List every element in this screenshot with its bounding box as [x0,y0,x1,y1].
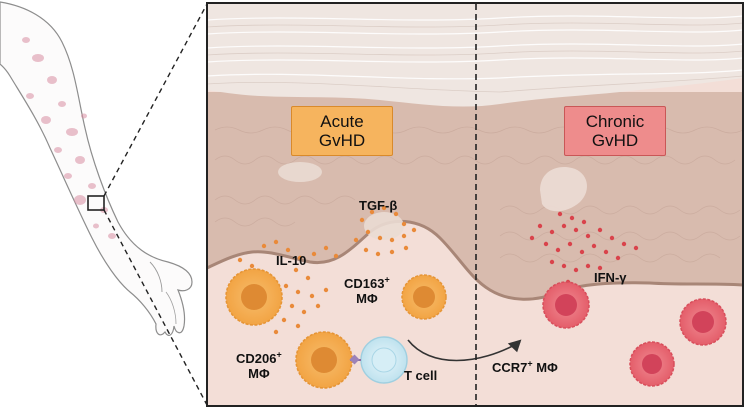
cd206-line2: MΦ [248,366,270,381]
chronic-gvhd-label: Chronic GvHD [564,106,666,156]
cd163-sup: + [384,274,390,285]
red-cytokine-dots [529,211,639,285]
ccr7-macrophage-right [679,298,727,346]
chronic-gvhd-line2: GvHD [591,131,639,150]
ccr7-sup: + [527,358,533,369]
arm-illustration [0,1,193,336]
basement-membrane [207,219,743,301]
zoom-square-icon [87,195,105,211]
cd206-label: CD206+ MΦ [236,349,282,381]
ccr7-tail: MΦ [532,360,558,375]
stratum-corneum [207,3,743,107]
acute-gvhd-line2: GvHD [318,131,366,150]
cd206-macrophage [295,331,353,389]
ifn-gamma-label: IFN-γ [594,270,627,285]
cd163-macrophage [401,274,447,320]
cd163-main: CD163 [344,276,385,291]
cd163-line2: MΦ [356,291,378,306]
ccr7-macrophage-lower [629,341,675,387]
cd206-sup: + [276,349,282,360]
cd163-label: CD163+ MΦ [344,274,390,306]
tcell-label: T cell [404,368,438,383]
ccr7-macrophage-upper [542,281,590,329]
ccr7-main: CCR7 [492,360,528,375]
acute-gvhd-label: Acute GvHD [291,106,393,156]
orange-cytokine-dots [237,205,417,335]
chronic-gvhd-line1: Chronic [585,112,645,131]
macrophage-upper-left [225,268,283,326]
vacuole-acute [278,162,322,182]
ccr7-label: CCR7+ MΦ [492,358,558,375]
skin-panel-border [206,2,744,407]
rash-spots [22,37,116,239]
curved-arrow-icon [407,339,521,362]
acute-gvhd-line1: Acute [320,112,364,131]
zoom-line-bottom [103,209,208,406]
t-cell [349,336,408,384]
tgf-beta-label: TGF-β [359,198,398,213]
vacuole-tgf [364,212,404,240]
cd206-main: CD206 [236,351,277,366]
il10-label: IL-10 [276,253,307,268]
vacuole-chronic [540,166,587,212]
zoom-line-top [103,3,208,197]
